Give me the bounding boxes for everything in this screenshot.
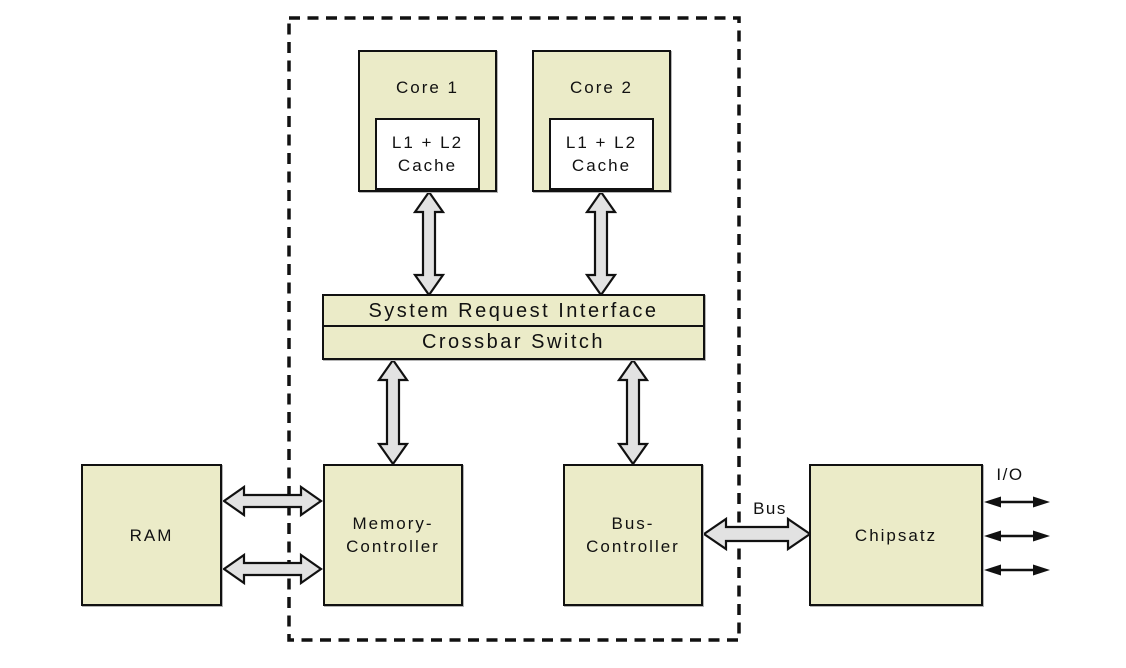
core2-cache-box: L1 + L2 Cache [549,118,654,190]
core1-box: Core 1 L1 + L2 Cache [358,50,497,192]
system-request-interface-box: System Request Interface [322,294,705,328]
io-connection-label: I/O [996,465,1024,484]
crossbar-switch-label: Crossbar Switch [421,331,606,353]
chipset-label: Chipsatz [854,525,938,545]
core2-box: Core 2 L1 + L2 Cache [532,50,671,192]
double-arrow-core2-sri [584,190,618,297]
double-arrow-crossbar-memory-controller [376,358,410,466]
core2-cache-line2: Cache [571,156,632,175]
crossbar-switch-box: Crossbar Switch [322,325,705,360]
double-arrow-ram-memory-bottom [222,552,323,586]
bus-controller-label: Bus- Controller [565,466,701,604]
double-arrow-crossbar-bus-controller [616,358,650,466]
double-arrow-core1-sri [412,190,446,297]
double-arrow-ram-memory-top [222,484,323,518]
core1-cache-line1: L1 + L2 [391,133,464,152]
io-arrow-2 [984,530,1050,542]
core2-cache-line1: L1 + L2 [565,133,638,152]
memory-controller-box: Memory- Controller [323,464,463,606]
ram-label: RAM [129,525,174,545]
core1-cache-line2: Cache [397,156,458,175]
bus-connection-label: Bus [753,499,787,518]
core2-label: Core 2 [569,78,634,97]
bus-controller-line1: Bus- [611,514,655,533]
system-request-interface-label: System Request Interface [368,299,659,322]
io-arrow-1 [984,496,1050,508]
chipset-box: Chipsatz [809,464,983,606]
memory-controller-line1: Memory- [352,514,434,533]
memory-controller-label: Memory- Controller [325,466,461,604]
double-arrow-bus-chipset [702,516,812,552]
ram-box: RAM [81,464,222,606]
cpu-package-boundary [287,16,741,642]
io-arrow-3 [984,564,1050,576]
core1-cache-box: L1 + L2 Cache [375,118,480,190]
core1-label: Core 1 [395,78,460,97]
bus-controller-line2: Controller [586,537,680,556]
bus-controller-box: Bus- Controller [563,464,703,606]
memory-controller-line2: Controller [346,537,440,556]
